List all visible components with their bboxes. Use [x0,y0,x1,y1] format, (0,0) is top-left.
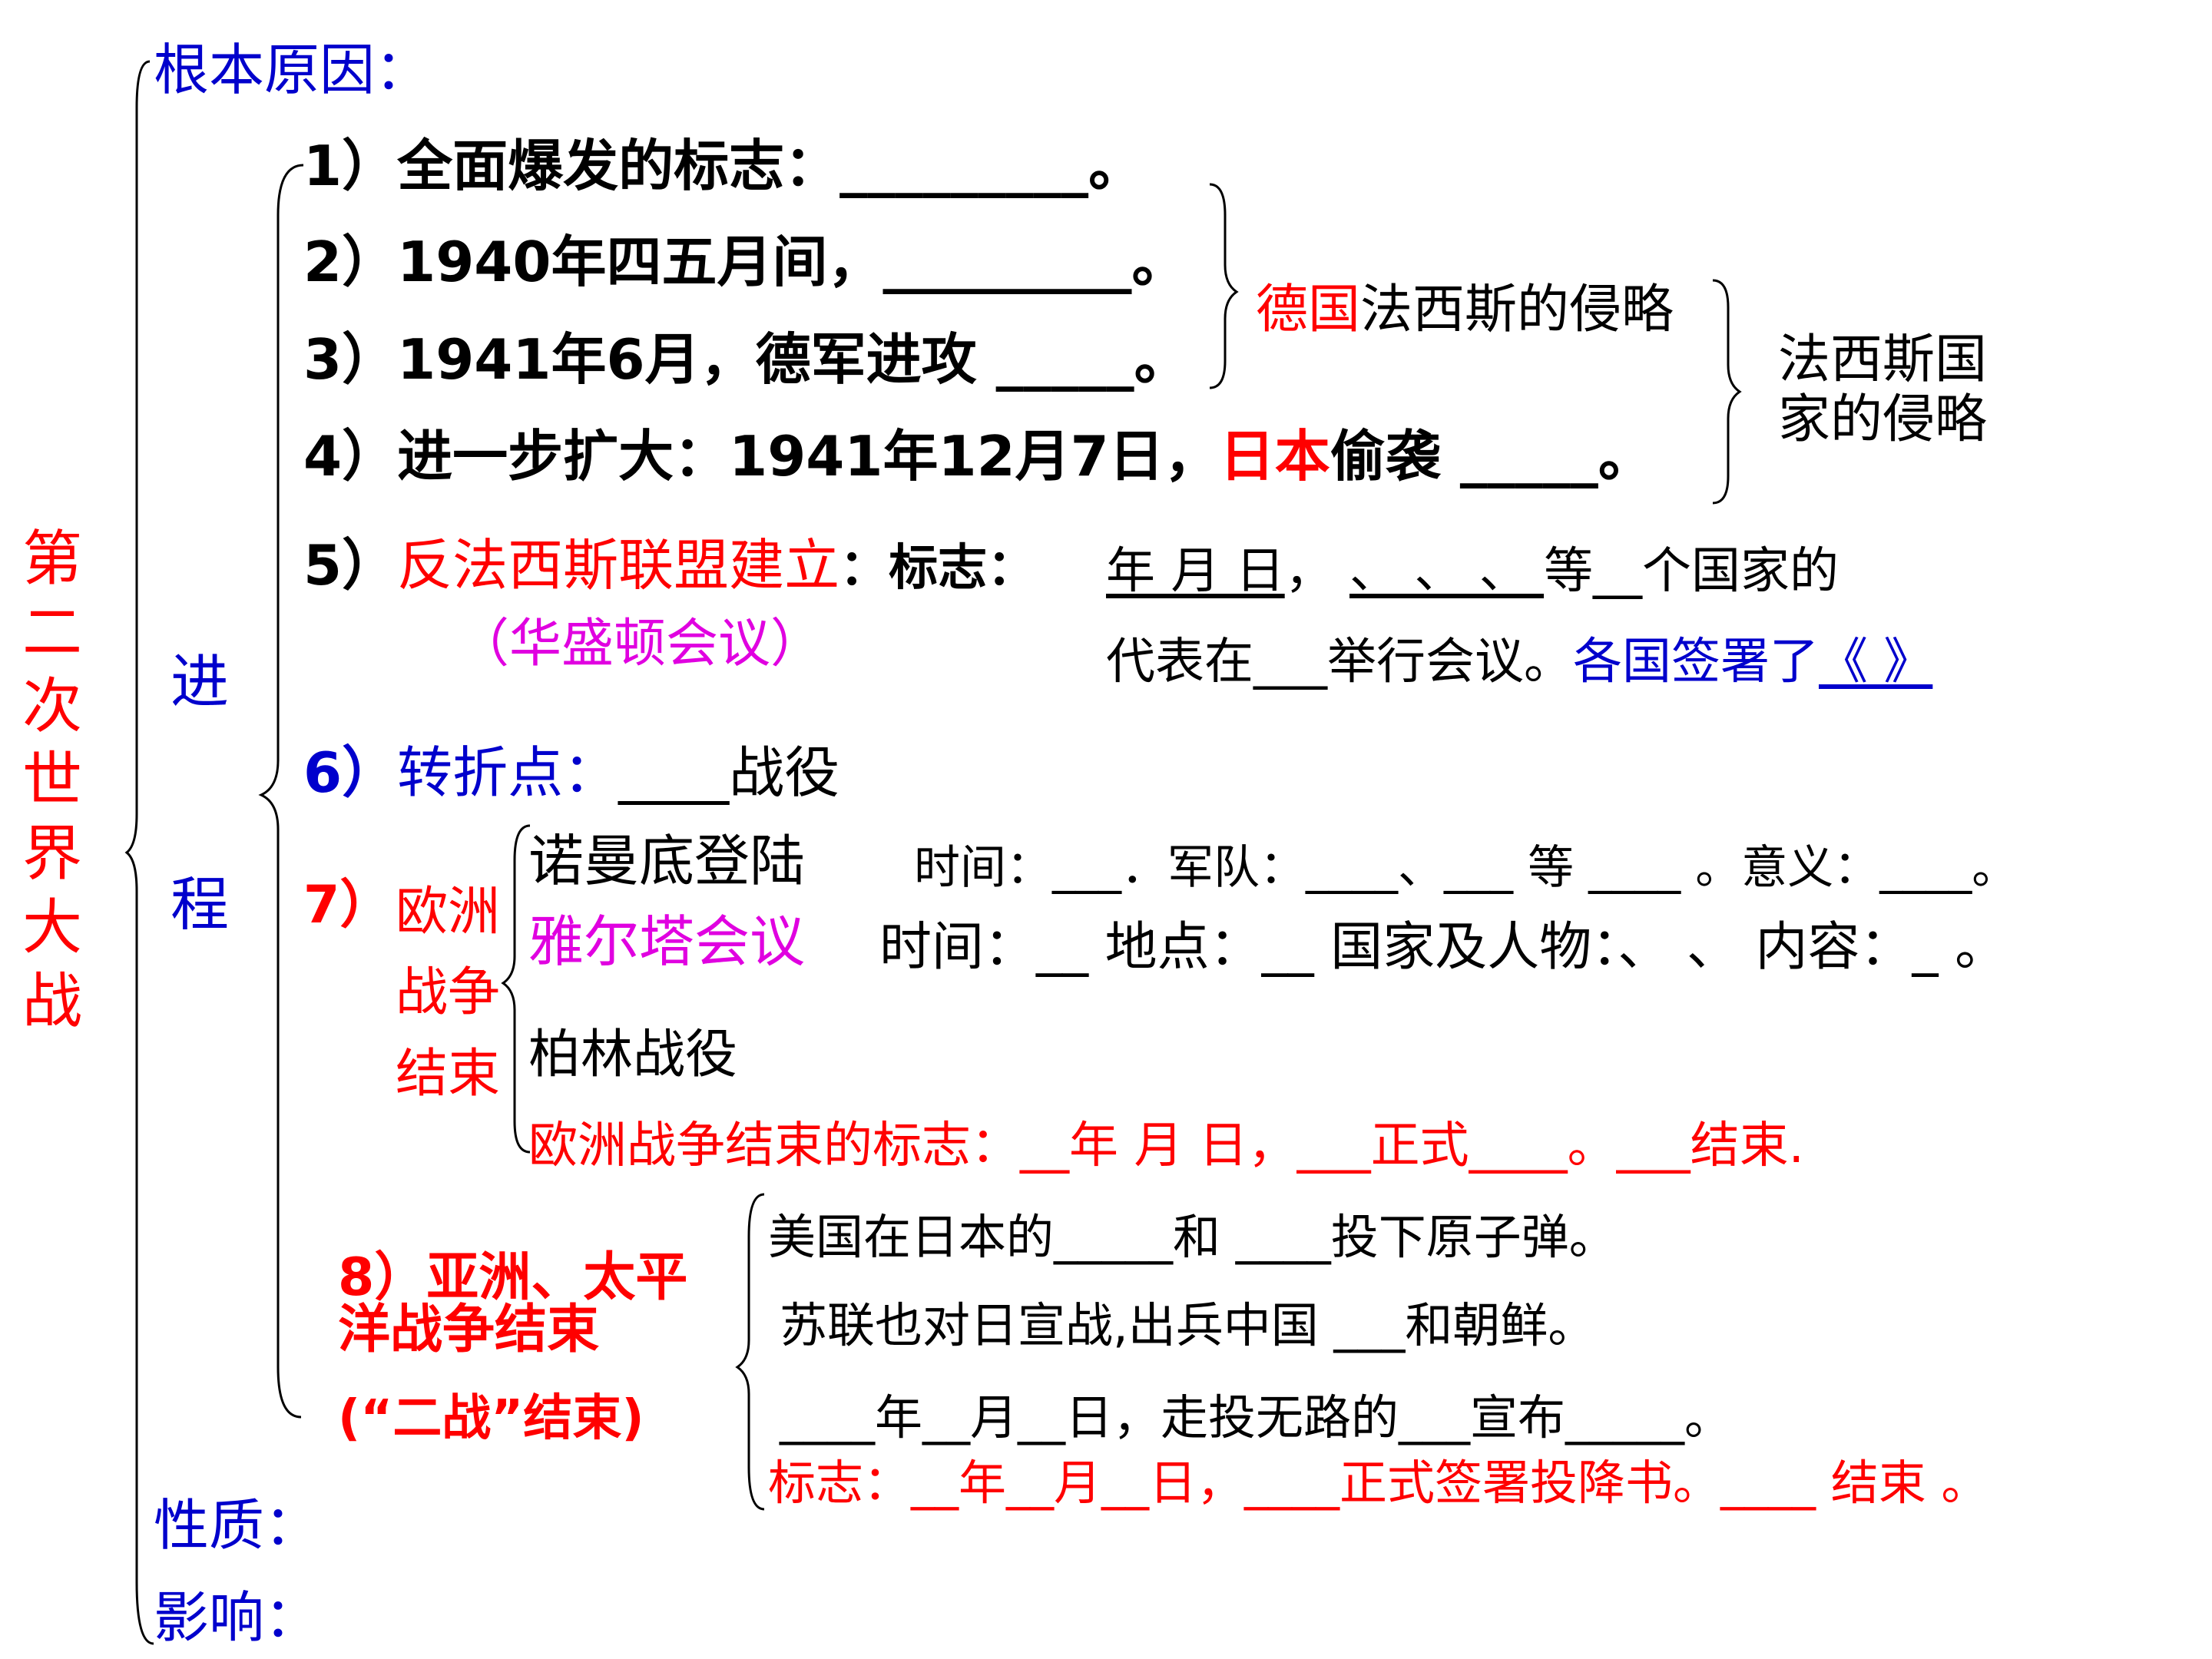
nature-label: 性质： [154,1493,320,1558]
asia-sign: 标志：__年__月__日，____正式签署投降书。____ 结束 。 [768,1455,1989,1511]
asia-surrender: ____年__月__日，走投无路的___宣布_____。 [780,1389,1733,1445]
step-5-comma: ， [1284,543,1350,600]
germany-aggression: 法西斯的侵略 [1360,280,1674,340]
step-5-meeting: 代表在___举行会议。 [1106,634,1573,690]
step-3: 3）1941年6月，德军进攻 _____。 [303,327,1190,392]
step-5-title: 反法西斯联盟建立 [397,533,840,598]
step-5-date-line: 年 月 日， 、 、 、 等__个国家的 [1106,547,1839,596]
yalta-detail: 时间：__ 地点：__ 国家及人物：、 、 内容：_ 。 [879,917,2008,978]
step-5-num: 5） [303,533,398,598]
step-5: 5）反法西斯联盟建立：标志： [303,538,1036,593]
step-5-washington: （华盛顿会议） [457,614,823,674]
step-5-date: 年 月 日 [1106,543,1285,600]
step-6-turning: 转折点： [397,740,619,805]
causes-label: 根本原因： [154,38,431,102]
asia-brace [735,1193,765,1511]
step-5-countries: 、 、 、 [1349,543,1545,600]
progress-label-2: 程 [171,870,229,939]
europe-brace [501,824,531,1154]
europe-end-sign: 欧洲战争结束的标志：__年 月 日，___正式____。___结束. [528,1118,1805,1174]
step-6-battle: ____战役 [618,740,840,805]
fascist-brace [1712,279,1742,505]
progress-label-1: 进 [171,647,229,716]
fascist-note: 法西斯国家的侵略 [1778,329,1988,451]
progress-brace [258,164,304,1419]
normandy-detail: 时间：___．军队：____、___ 等 ____ 。意义：____。 [914,841,2018,895]
main-brace [124,60,154,1645]
step-5-sign: ：标志： [839,540,1037,597]
berlin-label: 柏林战役 [528,1025,738,1085]
step-6: 6）转折点：____战役 [303,745,839,800]
step-5-count: 等__个国家的 [1544,543,1839,600]
step-1: 1）全面爆发的标志：_________。 [303,134,1144,198]
normandy-label: 诺曼底登陆 [528,829,806,893]
title-vertical: 第二次世界大战 [22,525,82,1036]
asia-soviet: 苏联也对日宣战,出兵中国 ___和朝鲜。 [780,1297,1596,1353]
germany-label: 德国 [1256,280,1361,340]
step-5-meeting-line: 代表在___举行会议。各国签署了《 》 [1106,637,1932,687]
step-6-num: 6） [303,740,398,805]
impact-label: 影响： [154,1585,320,1650]
step-7-num: 7） [303,875,392,935]
germany-note: 德国法西斯的侵略 [1256,284,1674,336]
asia-atomic: 美国在日本的_____和 ____投下原子弹。 [768,1209,1617,1265]
step-5-signed: 各国签署了 [1573,634,1819,690]
yalta-label: 雅尔塔会议 [528,909,806,974]
step-7-title: 欧洲战争结束 [396,882,501,1104]
step-4: 4）进一步扩大：1941年12月7日，日本偷袭 _____。 [303,429,1654,484]
step-8-subtitle: (“二战”结束) [338,1390,644,1447]
step-5-treaty: 《 》 [1819,634,1933,690]
step-8-title: 8）亚洲、太平洋战争结束 [338,1247,688,1360]
step-4-japan: 日本 [1219,424,1330,488]
step-2: 2）1940年四五月间，_________。 [303,230,1187,294]
germany-brace [1209,183,1239,389]
step-4-prefix: 4）进一步扩大：1941年12月7日， [303,424,1220,488]
step-4-suffix: 偷袭 _____。 [1330,424,1654,488]
